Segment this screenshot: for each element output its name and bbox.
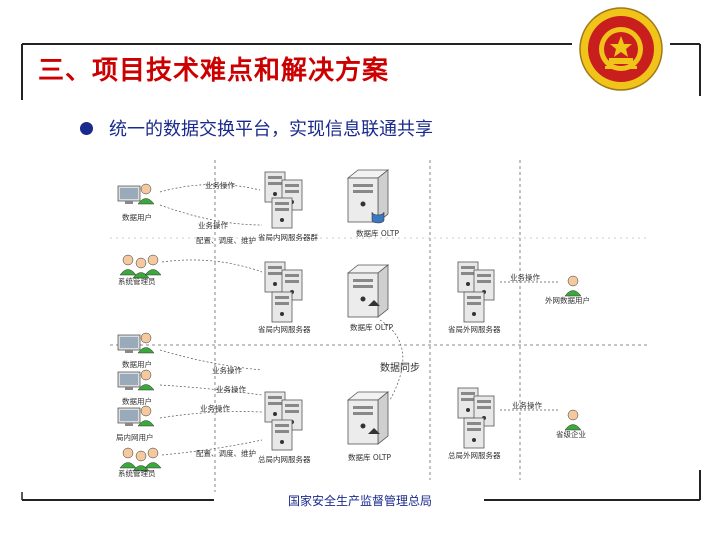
top-user-label: 数据用户: [122, 212, 152, 222]
top-admin-label: 系统管理员: [118, 276, 156, 286]
bot-user-3: 局内网用户: [116, 405, 155, 442]
bot-user-2: 数据用户: [117, 369, 155, 406]
bullet-point: 统一的数据交换平台，实现信息联通共享: [80, 115, 433, 141]
bot-biz-label-2: 业务操作: [216, 384, 246, 394]
top-server-group: 省局内网服务器群: [258, 171, 318, 242]
bot-ext-user-label: 省级企业: [556, 429, 586, 439]
bot-biz-label-1: 业务操作: [212, 365, 242, 375]
bot-ext-server-label: 总局外网服务器: [448, 450, 501, 460]
bot-admin-group: 系统管理员: [118, 447, 162, 478]
mid-server-group: 省局内网服务器: [258, 261, 311, 334]
mid-ext-user: 外网数据用户: [545, 275, 590, 305]
bot-user-1: 数据用户: [117, 332, 155, 369]
mid-ext-server-group: 省局外网服务器: [448, 261, 501, 334]
top-biz-label-2: 业务操作: [198, 220, 228, 230]
top-user-workstation: 数据用户: [117, 183, 155, 222]
bot-ext-user: 省级企业: [556, 409, 586, 439]
slide-title: 三、项目技术难点和解决方案: [38, 56, 390, 86]
bot-ext-server-group: 总局外网服务器: [448, 387, 501, 460]
bot-server-label: 总局内网服务器: [258, 454, 311, 464]
mid-server-label: 省局内网服务器: [258, 324, 311, 334]
mid-ext-server-label: 省局外网服务器: [448, 324, 501, 334]
bot-admin-label: 系统管理员: [118, 468, 156, 478]
bot-user-3-label: 局内网用户: [116, 432, 154, 442]
bot-user-2-label: 数据用户: [122, 396, 152, 406]
mid-db-server: 数据库 OLTP: [347, 264, 394, 332]
bot-biz-label-4: 业务操作: [512, 400, 542, 410]
top-db-server: 数据库 OLTP: [347, 169, 400, 238]
top-db-label: 数据库 OLTP: [356, 228, 400, 238]
bot-server-group: 总局内网服务器: [258, 391, 311, 464]
top-biz-label-1: 业务操作: [205, 180, 235, 190]
top-mgmt-label: 配置、调度、维护: [196, 235, 256, 245]
bot-mgmt-label: 配置、调度、维护: [196, 448, 256, 458]
mid-ext-user-label: 外网数据用户: [545, 295, 590, 305]
national-emblem-icon: [579, 7, 663, 91]
bot-db-label: 数据库 OLTP: [348, 452, 392, 462]
bullet-text: 统一的数据交换平台，实现信息联通共享: [109, 119, 433, 140]
bullet-dot-icon: [80, 121, 93, 135]
bot-db-server: 数据库 OLTP: [347, 391, 392, 462]
sync-label: 数据同步: [380, 361, 420, 374]
footer-org: 国家安全生产监督管理总局: [287, 494, 432, 508]
bot-user-1-label: 数据用户: [122, 359, 152, 369]
top-server-label: 省局内网服务器群: [258, 232, 318, 242]
mid-biz-label: 业务操作: [510, 272, 540, 282]
bot-biz-label-3: 业务操作: [200, 403, 230, 413]
top-admin-group: 系统管理员: [118, 254, 162, 286]
mid-db-label: 数据库 OLTP: [350, 322, 394, 332]
